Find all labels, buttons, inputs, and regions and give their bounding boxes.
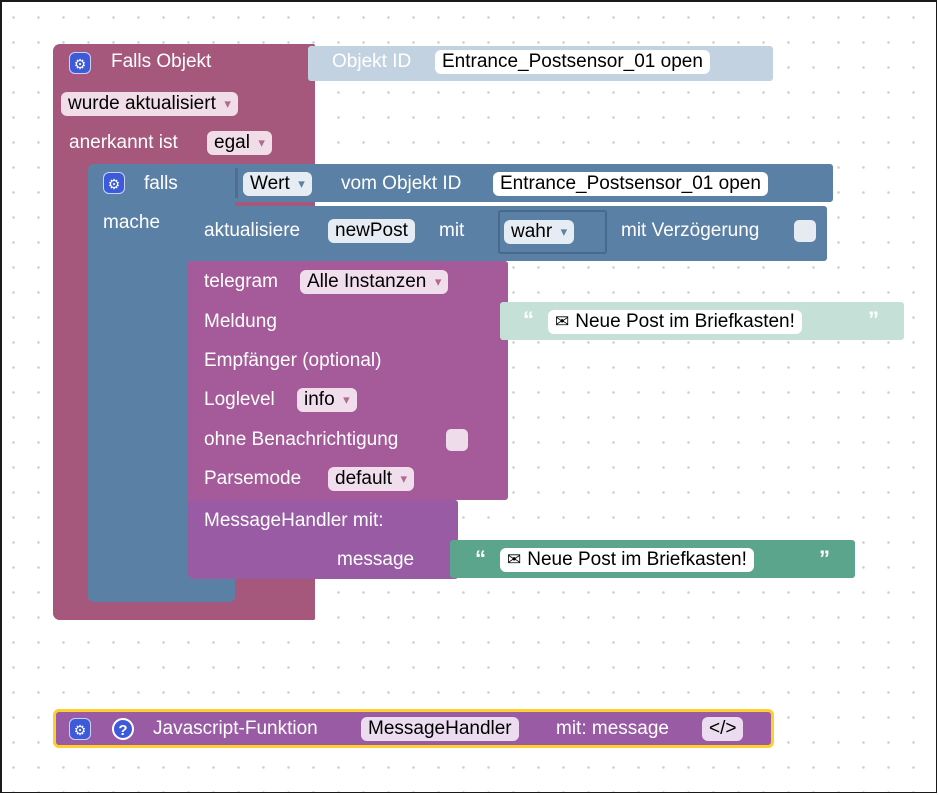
open-quote-icon: “ [523,307,534,332]
gear-icon[interactable]: ⚙ [103,172,125,194]
gear-icon[interactable]: ⚙ [69,52,91,74]
function-params-label: mit: message [556,718,669,739]
gear-icon[interactable]: ⚙ [69,718,91,740]
vom-objekt-label: vom Objekt ID [341,173,462,194]
variable-field[interactable]: newPost [328,219,415,243]
vom-objekt-field[interactable]: Entrance_Postsensor_01 open [493,172,768,196]
value-socket [235,168,238,198]
mit-label: mit [439,220,465,241]
handler-param-label: message [337,549,415,570]
ack-dropdown[interactable]: egal [207,131,272,155]
meldung-text-value: Neue Post im Briefkasten! [575,311,795,332]
mache-label: mache [103,212,161,233]
parsemode-label: Parsemode [204,468,302,489]
code-button[interactable]: </> [702,717,744,741]
wert-dropdown[interactable]: Wert [243,172,312,196]
function-name-field[interactable]: MessageHandler [361,717,519,741]
empfaenger-label: Empfänger (optional) [204,350,382,371]
silent-label: ohne Benachrichtigung [204,429,399,450]
objekt-id-label: Objekt ID [332,51,412,72]
help-icon[interactable]: ? [112,718,134,740]
function-block[interactable] [53,709,774,748]
telegram-block[interactable] [188,261,508,500]
silent-checkbox[interactable] [446,429,468,451]
ack-label: anerkannt ist [69,132,178,153]
loglevel-label: Loglevel [204,389,275,410]
objekt-id-field[interactable]: Entrance_Postsensor_01 open [435,50,710,74]
delay-label: mit Verzögerung [621,220,760,241]
trigger-block-bottom-arm [53,602,315,620]
meldung-text-field[interactable]: ✉ Neue Post im Briefkasten! [548,310,802,334]
close-quote-icon: ” [868,307,879,332]
update-mode-dropdown[interactable]: wurde aktualisiert [61,92,238,116]
open-quote-icon: “ [475,546,486,571]
meldung-label: Meldung [204,311,277,332]
falls-label: falls [144,173,178,194]
function-label: Javascript-Funktion [153,718,318,739]
delay-checkbox[interactable] [794,220,816,242]
handler-text-value: Neue Post im Briefkasten! [527,549,747,570]
mail-icon: ✉ [555,312,570,331]
telegram-label: telegram [204,271,278,292]
handler-text-field[interactable]: ✉ Neue Post im Briefkasten! [500,548,754,572]
handler-call-label: MessageHandler mit: [204,510,384,531]
instances-dropdown[interactable]: Alle Instanzen [300,270,449,294]
close-quote-icon: ” [819,546,830,571]
loglevel-dropdown[interactable]: info [297,388,357,412]
bool-dropdown[interactable]: wahr [504,220,575,244]
mail-icon: ✉ [507,550,522,569]
handler-call-block[interactable] [188,500,458,579]
update-label: aktualisiere [204,220,301,241]
trigger-title: Falls Objekt [111,51,212,72]
parsemode-dropdown[interactable]: default [328,467,415,491]
